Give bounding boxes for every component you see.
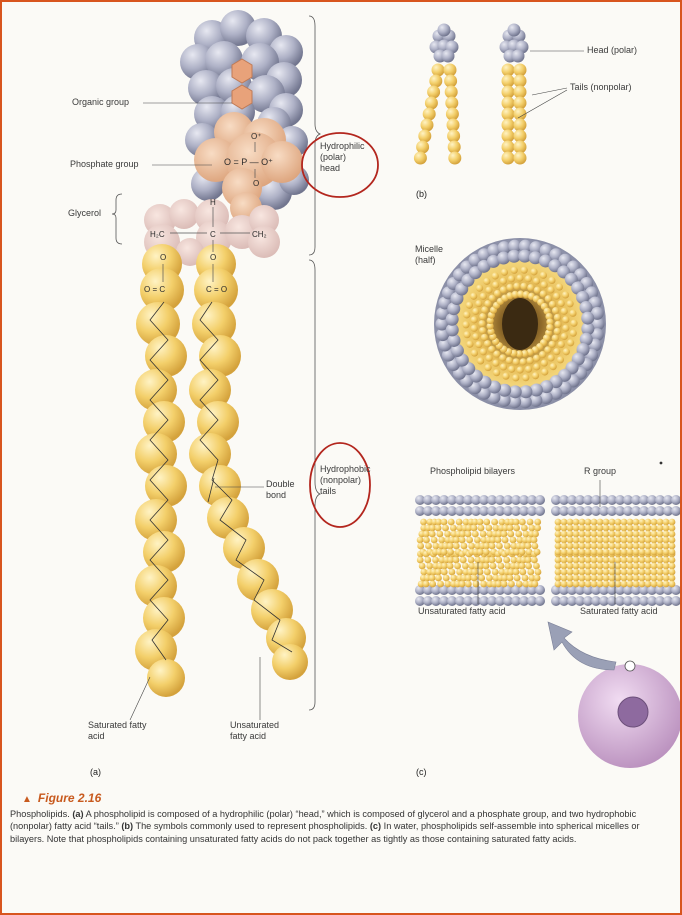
svg-text:O: O [210,253,216,262]
phospholipid-bilayers-label: Phospholipid bilayers [430,466,515,477]
svg-text:O = C: O = C [144,285,165,294]
micelle-label: Micelle (half) [415,244,455,266]
phospholipid-symbols [414,24,529,165]
svg-text:H: H [210,198,216,207]
figure-title: ▲ Figure 2.16 [22,791,101,805]
caption-c-marker: (c) [370,821,381,831]
svg-text:CH₂: CH₂ [252,230,267,239]
caption-b-text: The symbols commonly used to represent p… [135,821,367,831]
cell [578,661,680,768]
svg-text:C = O: C = O [206,285,227,294]
figure-caption: Phospholipids. (a) A phospholipid is com… [10,808,660,845]
panel-a-label: (a) [90,767,101,777]
head-polar-label: Head (polar) [587,45,637,56]
phosphate-group-label: Phosphate group [70,159,139,170]
svg-text:O: O [160,253,166,262]
hydrophobic-tails-label: Hydrophobic (nonpolar) tails [320,464,366,497]
figure-title-text: Figure 2.16 [38,791,101,805]
zoom-arrow [548,622,616,670]
triangle-icon: ▲ [22,794,32,805]
caption-b-marker: (b) [121,821,133,831]
caption-a-marker: (a) [72,809,83,819]
phospholipid-bilayers [415,495,680,606]
saturated-fatty-acid-label: Saturated fatty acid [88,720,148,742]
svg-text:O: O [253,179,259,188]
svg-text:C: C [210,230,216,239]
bilayer-saturated-label: Saturated fatty acid [580,606,658,617]
svg-text:O = P — O⁺: O = P — O⁺ [224,157,273,167]
bilayer-unsaturated-label: Unsaturated fatty acid [418,606,506,617]
unsaturated-fatty-acid-label: Unsaturated fatty acid [230,720,294,742]
panel-b-label: (b) [416,189,427,199]
caption-lead: Phospholipids. [10,809,70,819]
svg-text:O⁺: O⁺ [251,132,261,141]
svg-text:H₂C: H₂C [150,230,165,239]
panel-c-label: (c) [416,767,427,777]
tails-nonpolar-label: Tails (nonpolar) [570,82,632,93]
hydrophilic-head-label: Hydrophilic (polar) head [320,141,368,174]
micelle-half [434,238,606,410]
glycerol-label: Glycerol [68,208,101,219]
organic-group-label: Organic group [72,97,129,108]
double-bond-label: Double bond [266,479,302,501]
r-group-label: R group [584,466,616,477]
